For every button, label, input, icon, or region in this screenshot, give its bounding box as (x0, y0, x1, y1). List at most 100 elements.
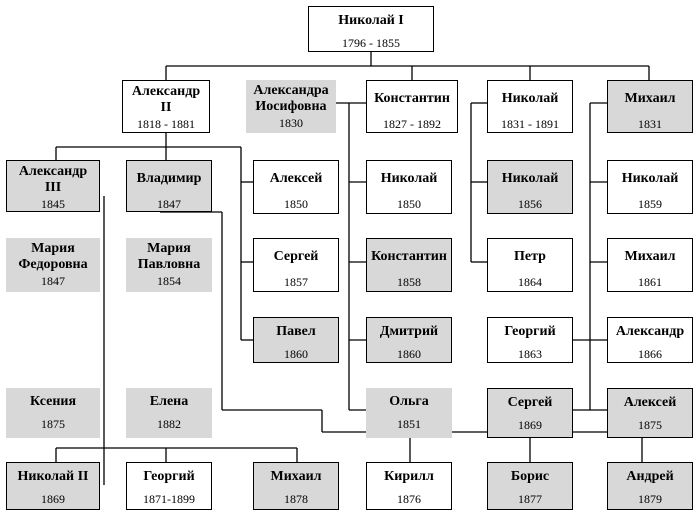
person-name: Дмитрий (379, 324, 439, 339)
person-years: 1859 (638, 197, 662, 211)
person-name: Ксения (29, 394, 77, 409)
person-years: 1875 (638, 418, 662, 432)
person-node-nikolai-m: Николай 1859 (607, 160, 693, 214)
person-node-maria-f: Мария Федоровна 1847 (6, 238, 100, 292)
person-node-andrei: Андрей 1879 (607, 462, 693, 510)
person-years: 1860 (284, 347, 308, 361)
person-years: 1860 (397, 347, 421, 361)
person-years: 1856 (518, 197, 542, 211)
person-node-aleksei-a2: Алексей 1850 (253, 160, 339, 214)
person-node-nikolai-n: Николай 1856 (487, 160, 573, 214)
person-name: Михаил (270, 469, 322, 484)
person-years: 1796 - 1855 (342, 36, 400, 50)
person-name: Константин (374, 91, 450, 106)
person-node-mikhail-m: Михаил 1861 (607, 238, 693, 292)
person-node-nikolai-k: Николай 1850 (366, 160, 452, 214)
person-name: Николай (501, 171, 559, 186)
person-node-kirill: Кирилл 1876 (366, 462, 452, 510)
person-node-alexandr3: Александр III 1845 (6, 160, 100, 212)
person-years: 1869 (518, 418, 542, 432)
person-node-boris: Борис 1877 (487, 462, 573, 510)
person-years: 1871-1899 (143, 492, 195, 506)
person-name: Андрей (626, 469, 674, 484)
person-name: Владимир (136, 171, 202, 186)
person-node-georgi-a3: Георгий 1871-1899 (126, 462, 212, 510)
person-years: 1847 (41, 274, 65, 288)
person-node-petr-n: Петр 1864 (487, 238, 573, 292)
person-name: Борис (510, 469, 550, 484)
person-years: 1850 (284, 197, 308, 211)
person-node-georgi-m: Георгий 1863 (487, 317, 573, 363)
person-years: 1831 (638, 117, 662, 131)
person-years: 1858 (397, 275, 421, 289)
person-node-pavel: Павел 1860 (253, 317, 339, 363)
person-years: 1847 (157, 197, 181, 211)
person-years: 1818 - 1881 (137, 117, 195, 131)
person-name: Николай II (17, 469, 89, 484)
person-node-konstantin: Константин 1827 - 1892 (366, 80, 458, 133)
person-years: 1830 (279, 116, 303, 130)
person-years: 1850 (397, 197, 421, 211)
person-name: Николай (380, 171, 438, 186)
person-years: 1877 (518, 492, 542, 506)
person-node-nikolai1: Николай I 1796 - 1855 (308, 6, 434, 52)
person-node-sergei-m: Сергей 1869 (487, 388, 573, 438)
person-node-sergei-a2: Сергей 1857 (253, 238, 339, 292)
person-node-alexandra: Александра Иосифовна 1830 (246, 80, 336, 133)
person-name: Михаил (624, 91, 676, 106)
person-years: 1863 (518, 347, 542, 361)
person-years: 1854 (157, 274, 181, 288)
person-name: Алексей (623, 395, 677, 410)
person-years: 1869 (41, 492, 65, 506)
person-years: 1827 - 1892 (383, 117, 441, 131)
person-years: 1861 (638, 275, 662, 289)
person-name: Михаил (624, 249, 676, 264)
person-name: Сергей (507, 395, 553, 410)
person-name: Николай (501, 91, 559, 106)
person-name: Георгий (143, 469, 195, 484)
person-name: Георгий (504, 324, 556, 339)
person-name: Сергей (273, 249, 319, 264)
person-years: 1878 (284, 492, 308, 506)
person-name: Алексей (269, 171, 323, 186)
person-node-olga: Ольга 1851 (366, 388, 452, 438)
person-years: 1864 (518, 275, 542, 289)
person-name: Мария Федоровна (18, 241, 88, 272)
person-node-alexandr2: Александр II 1818 - 1881 (122, 80, 210, 133)
person-years: 1845 (41, 197, 65, 211)
person-name: Александр III (18, 164, 88, 195)
person-years: 1857 (284, 275, 308, 289)
person-name: Николай (621, 171, 679, 186)
person-name: Павел (276, 324, 316, 339)
person-node-nikolai-b: Николай 1831 - 1891 (487, 80, 573, 133)
person-node-vladimir: Владимир 1847 (126, 160, 212, 212)
person-years: 1879 (638, 492, 662, 506)
person-name: Елена (149, 394, 189, 409)
person-years: 1851 (397, 417, 421, 431)
person-node-mikhail-b: Михаил 1831 (607, 80, 693, 133)
person-years: 1831 - 1891 (501, 117, 559, 131)
person-node-maria-p: Мария Павловна 1854 (126, 238, 212, 292)
person-node-dmitri: Дмитрий 1860 (366, 317, 452, 363)
person-years: 1882 (157, 417, 181, 431)
person-name: Петр (514, 249, 546, 264)
person-years: 1876 (397, 492, 421, 506)
person-name: Ольга (389, 394, 429, 409)
person-years: 1866 (638, 347, 662, 361)
person-node-nikolai2: Николай II 1869 (6, 462, 100, 510)
person-name: Александра Иосифовна (253, 83, 329, 114)
person-node-alexandr-m: Александр 1866 (607, 317, 693, 363)
person-name: Кирилл (384, 469, 434, 484)
person-node-elena: Елена 1882 (126, 388, 212, 438)
person-node-ksenia: Ксения 1875 (6, 388, 100, 438)
person-node-konstantin-k: Константин 1858 (366, 238, 452, 292)
person-name: Александр II (131, 84, 201, 115)
person-node-mikhail-a3: Михаил 1878 (253, 462, 339, 510)
person-name: Николай I (338, 13, 404, 28)
person-years: 1875 (41, 417, 65, 431)
person-name: Александр (615, 324, 685, 339)
person-name: Мария Павловна (137, 241, 201, 272)
person-node-aleksei-m: Алексей 1875 (607, 388, 693, 438)
person-name: Константин (371, 249, 447, 264)
